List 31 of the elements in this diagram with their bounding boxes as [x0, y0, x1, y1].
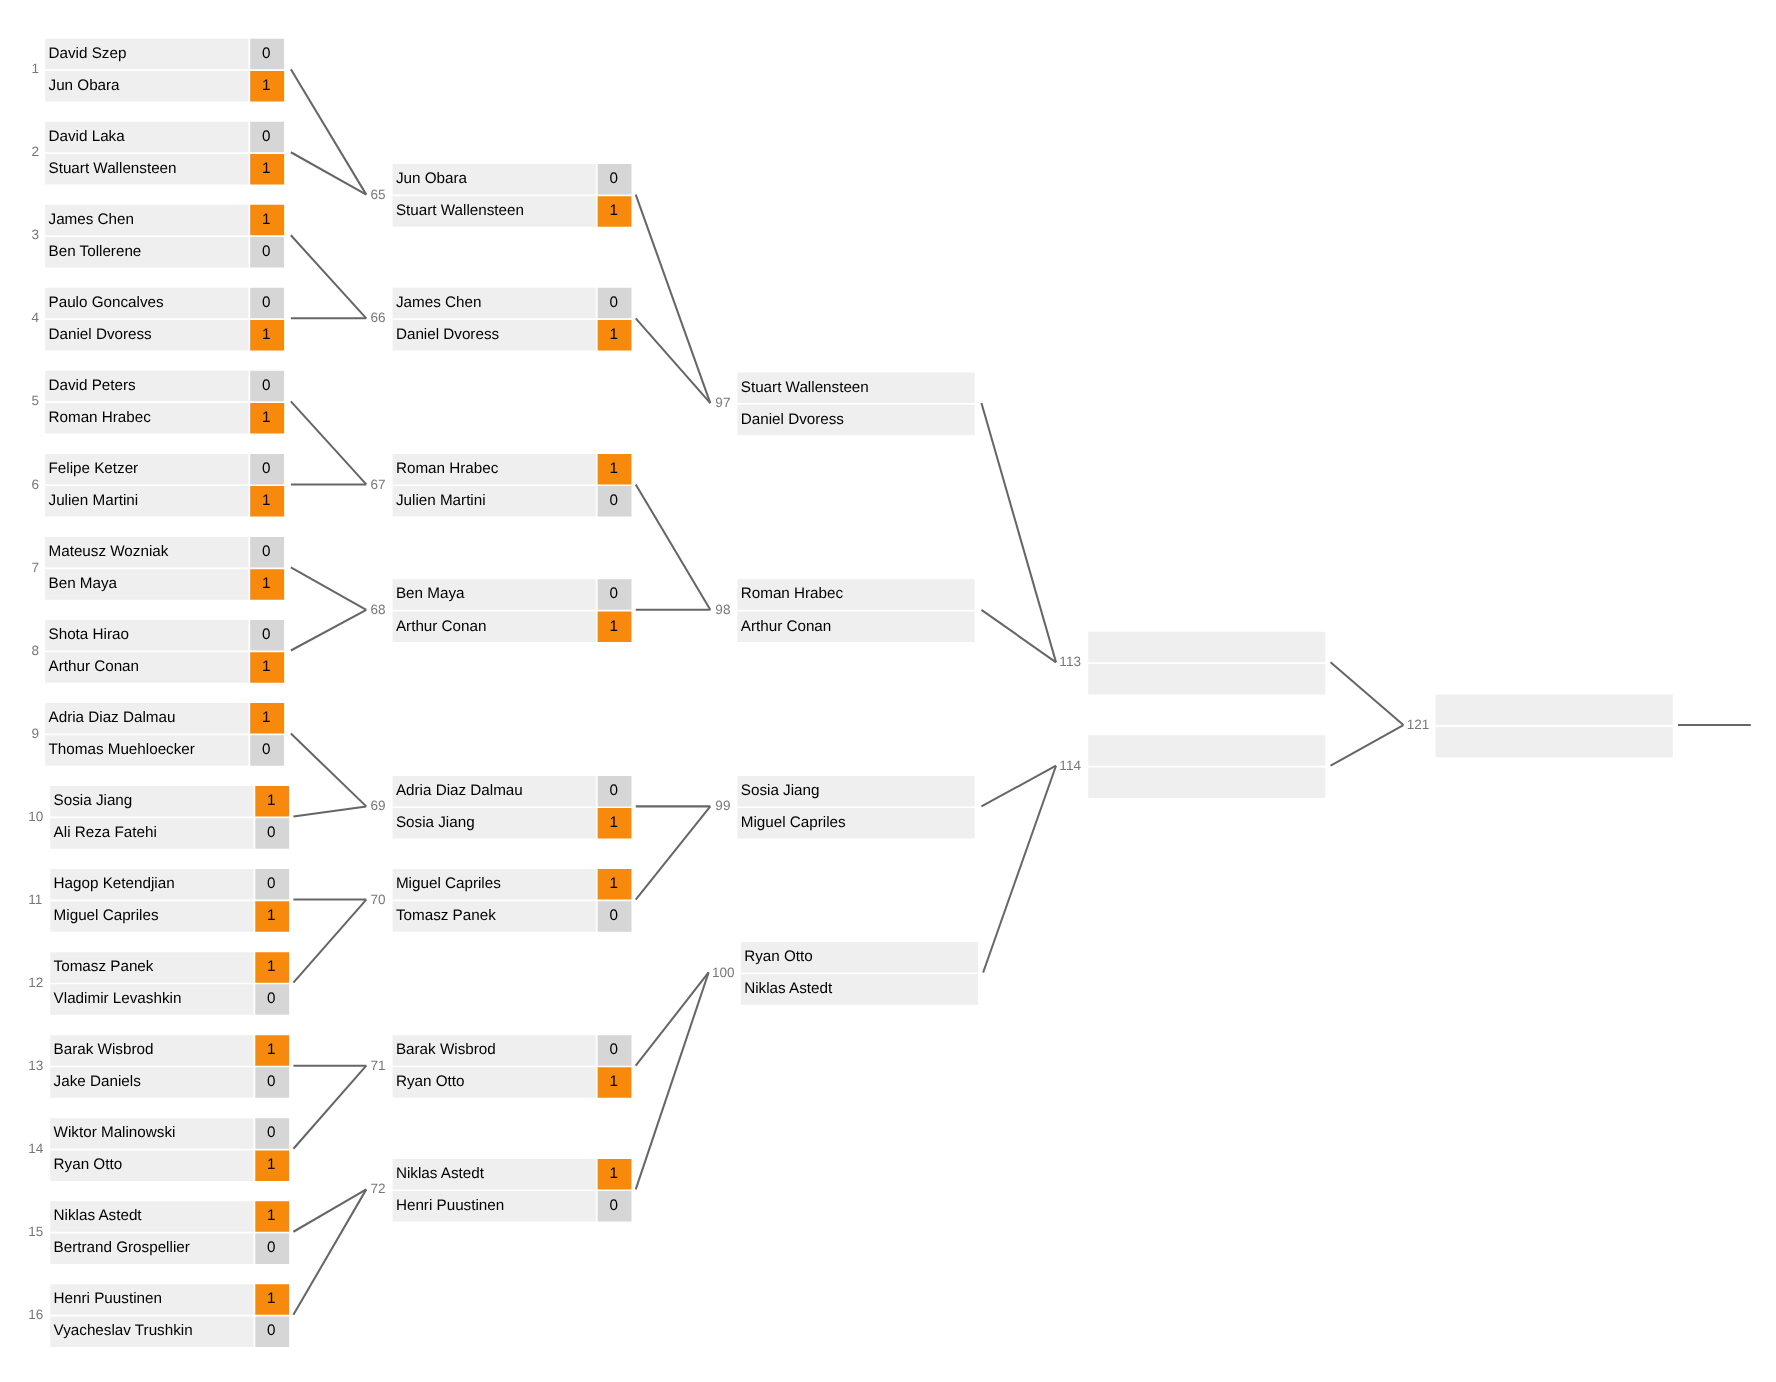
connector [982, 764, 1057, 972]
connector [634, 193, 712, 403]
connector [292, 1187, 367, 1232]
connector [290, 399, 368, 485]
connector [293, 897, 367, 900]
connector [292, 897, 368, 983]
connector [634, 316, 712, 403]
connector [290, 482, 367, 485]
connector [293, 1063, 367, 1066]
connector [290, 565, 367, 610]
connector [292, 1064, 368, 1149]
connector [634, 971, 710, 1189]
connector [292, 1187, 368, 1315]
connector [290, 316, 367, 319]
connector [290, 607, 367, 651]
connector [635, 804, 711, 807]
connector [290, 67, 368, 195]
connector [293, 804, 367, 817]
connector [980, 763, 1057, 807]
connector [980, 401, 1057, 662]
connector [290, 150, 367, 195]
connector [634, 804, 712, 900]
connector [1677, 723, 1751, 726]
connector [290, 233, 368, 318]
connector [634, 970, 710, 1066]
connector [634, 482, 712, 610]
connector [635, 607, 711, 610]
connector [1329, 660, 1405, 725]
connector [290, 731, 367, 807]
connector [1330, 723, 1404, 766]
connector [980, 607, 1057, 663]
